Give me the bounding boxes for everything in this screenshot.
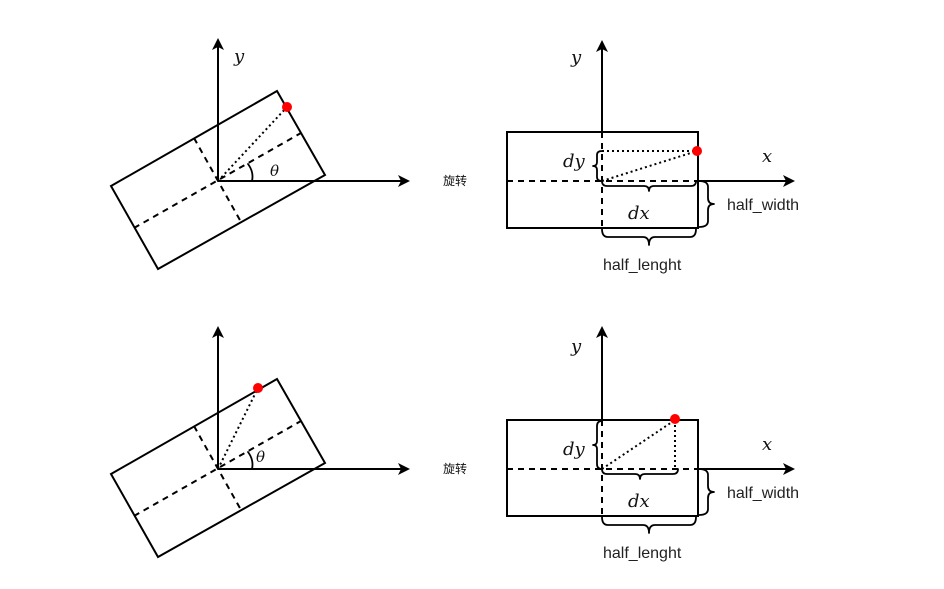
transition-label: 旋转 (443, 461, 467, 476)
rotated-box-panel-2: θ (109, 326, 410, 559)
y-axis-label: y (570, 47, 582, 68)
half-width-brace (698, 180, 715, 228)
half-width-label: half_width (727, 485, 799, 502)
aligned-box-panel-2: dy dx half_width half_lenght y x (506, 326, 799, 562)
rotated-rectangle (109, 377, 327, 559)
y-axis-label: y (233, 46, 245, 67)
transition-label: 旋转 (443, 173, 467, 188)
dy-brace (592, 150, 603, 182)
theta-label: θ (256, 448, 265, 466)
theta-label: θ (270, 162, 279, 180)
center-to-point-dotted (601, 150, 698, 182)
angle-arc (247, 163, 254, 182)
half-length-label: half_lenght (603, 257, 682, 274)
half-width-label: half_width (727, 197, 799, 214)
row-1: y θ 旋转 dy dx half_width half_leng (109, 38, 799, 274)
dx-label: dx (628, 491, 650, 512)
aligned-box-panel-1: dy dx half_width half_lenght y x (506, 40, 799, 274)
half-length-label: half_lenght (603, 545, 682, 562)
y-axis-label: y (570, 336, 582, 357)
angle-arc (247, 451, 254, 470)
dx-brace (601, 468, 679, 480)
rotated-box-panel-1: y θ (109, 38, 410, 271)
row-2: θ 旋转 dy dx half_width half_lenght y (109, 326, 799, 562)
edge-point (670, 414, 680, 424)
center-to-point-dotted (217, 387, 259, 470)
dy-label: dy (563, 151, 586, 172)
corner-point (282, 102, 292, 112)
half-length-brace (601, 228, 697, 246)
dx-brace (601, 180, 697, 192)
half-length-brace (601, 516, 697, 534)
rotated-rectangle (109, 89, 327, 271)
edge-point (253, 383, 263, 393)
corner-point (692, 146, 702, 156)
dy-brace (592, 420, 603, 470)
center-to-point-dotted (217, 106, 288, 182)
x-axis-label: x (762, 146, 772, 167)
half-width-brace (698, 468, 715, 516)
center-to-point-dotted (601, 419, 676, 470)
x-axis-label: x (762, 434, 772, 455)
dx-label: dx (628, 203, 650, 224)
dy-label: dy (563, 439, 586, 460)
